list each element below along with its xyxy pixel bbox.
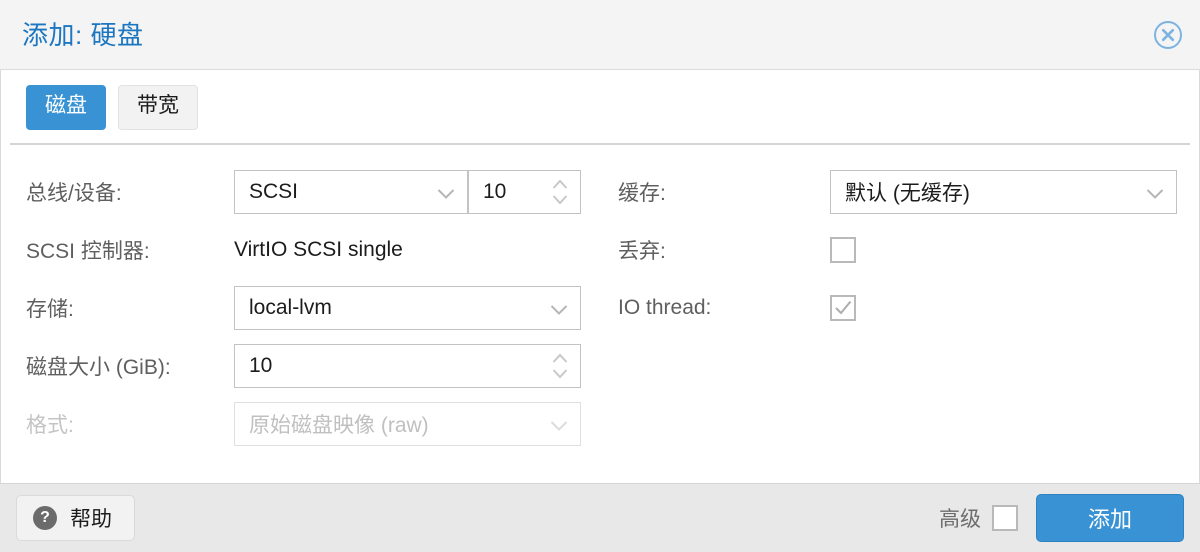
dialog-footer: ? 帮助 高级 添加 (0, 483, 1200, 552)
spinner-arrows-icon[interactable] (552, 353, 568, 379)
dialog-body: 总线/设备: SCSI 10 (0, 145, 1200, 483)
question-mark-icon: ? (33, 506, 57, 530)
storage-label: 存储: (26, 298, 74, 321)
scsi-controller-label: SCSI 控制器: (26, 240, 150, 263)
discard-label: 丢弃: (618, 240, 666, 263)
scsi-controller-value: VirtIO SCSI single (234, 238, 403, 261)
bus-device-label: 总线/设备: (26, 182, 122, 205)
spinner-arrows-icon[interactable] (552, 179, 568, 205)
bus-select[interactable]: SCSI (234, 170, 468, 214)
bus-select-value: SCSI (249, 180, 299, 203)
field-row-format: 格式: 原始磁盘映像 (raw) (26, 395, 600, 453)
tab-bar: 磁盘 带宽 (0, 70, 1200, 145)
io-thread-checkbox[interactable] (830, 295, 856, 321)
io-thread-label: IO thread: (618, 296, 712, 319)
field-row-disk-size: 磁盘大小 (GiB): 10 (26, 337, 600, 395)
advanced-label: 高级 (939, 508, 981, 531)
tab-bandwidth[interactable]: 带宽 (118, 85, 198, 130)
disk-size-label: 磁盘大小 (GiB): (26, 356, 171, 379)
cache-label: 缓存: (618, 182, 666, 205)
help-button-label: 帮助 (70, 508, 112, 531)
page-title: 添加: 硬盘 (22, 19, 144, 50)
form-column-left: 总线/设备: SCSI 10 (1, 163, 600, 483)
help-button[interactable]: ? 帮助 (16, 495, 135, 541)
device-index-value: 10 (483, 180, 507, 203)
storage-select-value: local-lvm (249, 296, 332, 319)
disk-size-stepper[interactable]: 10 (234, 344, 581, 388)
storage-select[interactable]: local-lvm (234, 286, 581, 330)
add-button[interactable]: 添加 (1036, 494, 1184, 542)
chevron-down-icon (1146, 187, 1164, 199)
chevron-down-icon (550, 303, 568, 315)
field-row-storage: 存储: local-lvm (26, 279, 600, 337)
field-row-io-thread: IO thread: (618, 279, 1199, 337)
cache-select[interactable]: 默认 (无缓存) (830, 170, 1177, 214)
cache-select-value: 默认 (无缓存) (845, 182, 970, 205)
field-row-bus-device: 总线/设备: SCSI 10 (26, 163, 600, 221)
close-icon[interactable] (1153, 20, 1183, 50)
format-select-value: 原始磁盘映像 (raw) (249, 414, 429, 437)
advanced-checkbox[interactable] (992, 505, 1018, 531)
chevron-down-icon (550, 419, 568, 431)
discard-checkbox[interactable] (830, 237, 856, 263)
dialog-titlebar: 添加: 硬盘 (0, 0, 1200, 70)
format-select: 原始磁盘映像 (raw) (234, 402, 581, 446)
chevron-down-icon (437, 187, 455, 199)
device-index-stepper[interactable]: 10 (468, 170, 581, 214)
field-row-cache: 缓存: 默认 (无缓存) (618, 163, 1199, 221)
check-icon (835, 300, 852, 315)
advanced-toggle[interactable]: 高级 (939, 503, 1018, 533)
disk-size-value: 10 (249, 354, 273, 377)
field-row-discard: 丢弃: (618, 221, 1199, 279)
tab-disk[interactable]: 磁盘 (26, 85, 106, 130)
field-row-scsi-controller: SCSI 控制器: VirtIO SCSI single (26, 221, 600, 279)
form-column-right: 缓存: 默认 (无缓存) 丢弃: IO thread: (600, 163, 1199, 483)
format-label: 格式: (26, 414, 74, 437)
